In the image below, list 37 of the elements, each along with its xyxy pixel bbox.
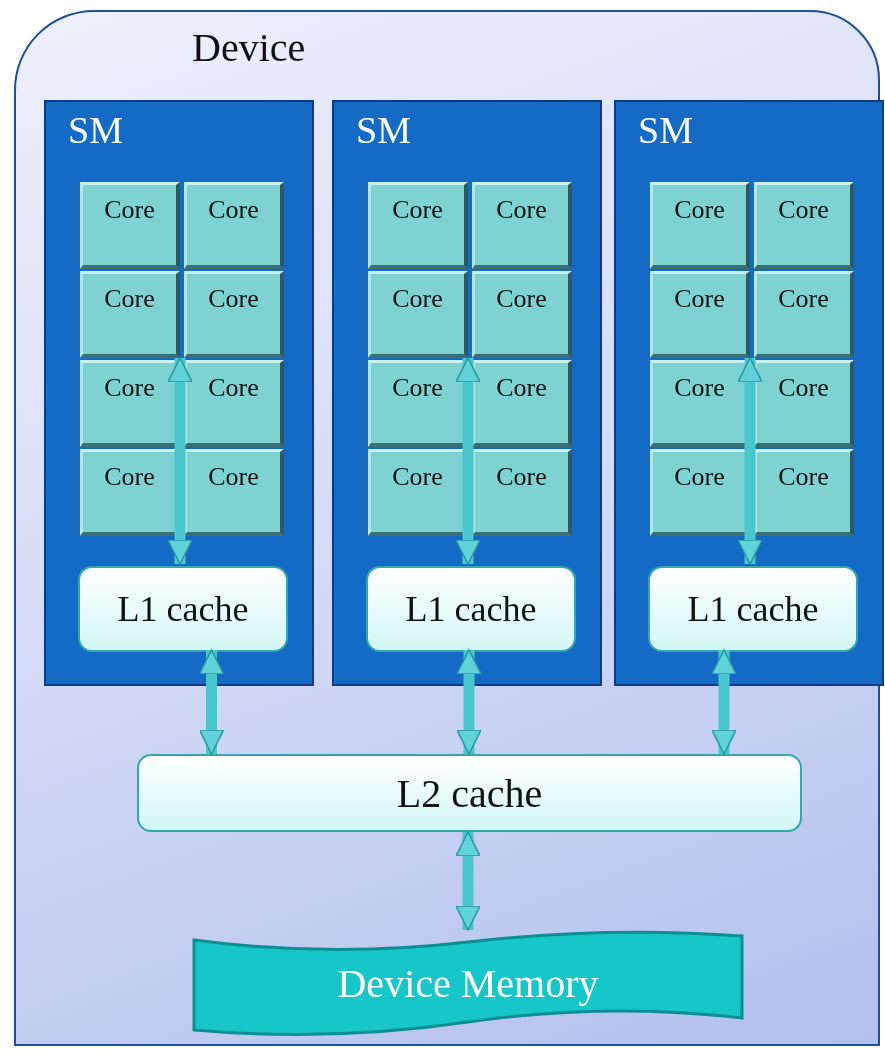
- core-block: Core: [184, 360, 284, 447]
- panel-title: SM: [638, 108, 693, 152]
- multiprocessor-panel: [44, 100, 314, 686]
- double-arrow: [167, 357, 193, 565]
- double-arrow: [198, 649, 225, 755]
- core-block: Core: [472, 271, 572, 358]
- core-block: Core: [650, 271, 750, 358]
- core-block: Core: [754, 182, 854, 269]
- double-arrow: [455, 357, 481, 565]
- core-block: Core: [754, 360, 854, 447]
- core-block: Core: [80, 182, 180, 269]
- core-block: Core: [184, 271, 284, 358]
- core-block: Core: [80, 271, 180, 358]
- double-arrow: [737, 357, 763, 565]
- double-arrow: [456, 649, 482, 755]
- core-block: Core: [184, 449, 284, 536]
- core-block: Core: [472, 182, 572, 269]
- core-block: Core: [184, 182, 284, 269]
- multiprocessor-panel: [332, 100, 602, 686]
- cache-box: L2 cache: [137, 754, 802, 832]
- double-arrow: [455, 831, 481, 931]
- core-block: Core: [368, 182, 468, 269]
- core-block: Core: [368, 271, 468, 358]
- panel-title: SM: [68, 108, 123, 152]
- panel-title: Device: [192, 24, 306, 71]
- core-block: Core: [650, 182, 750, 269]
- memory-label: Device Memory: [337, 959, 599, 1007]
- panel-title: SM: [356, 108, 411, 152]
- core-block: Core: [754, 449, 854, 536]
- cache-box: L1 cache: [78, 566, 288, 652]
- multiprocessor-panel: [614, 100, 884, 686]
- core-block: Core: [472, 449, 572, 536]
- double-arrow: [711, 649, 737, 755]
- cache-box: L1 cache: [366, 566, 576, 652]
- core-block: Core: [754, 271, 854, 358]
- cache-box: L1 cache: [648, 566, 858, 652]
- core-block: Core: [472, 360, 572, 447]
